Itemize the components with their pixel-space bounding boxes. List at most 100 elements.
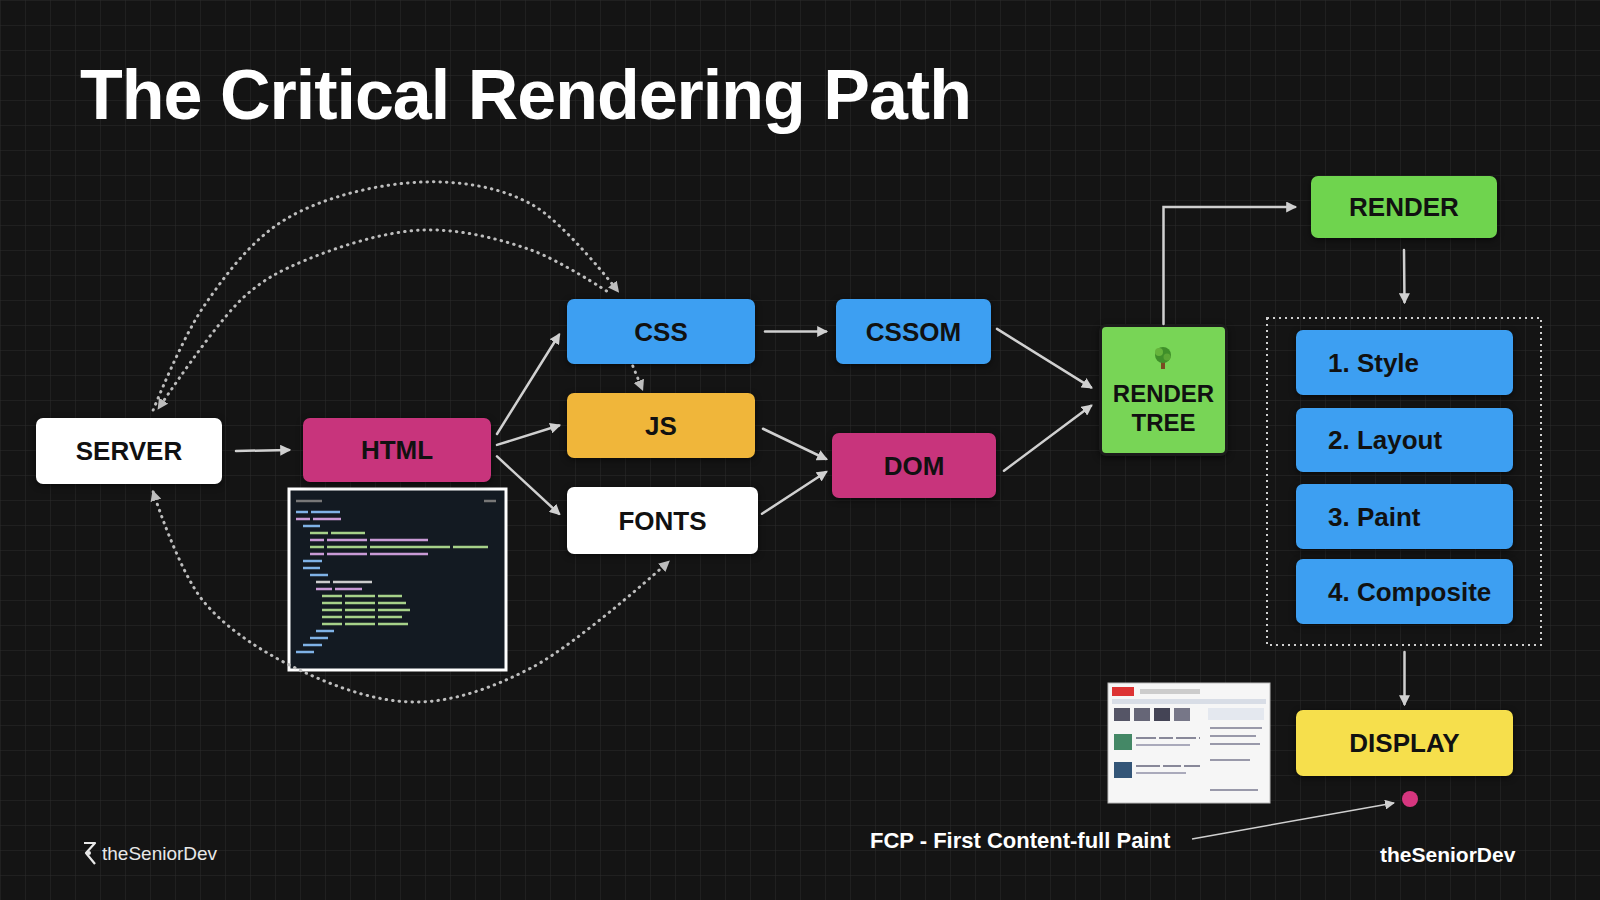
page-nav — [1112, 699, 1266, 704]
page-image — [1154, 708, 1170, 721]
callout-label: FCP - First Content-full Paint — [870, 828, 1170, 854]
title: The Critical Rendering Path — [80, 60, 971, 130]
box-label: 4. Composite — [1328, 577, 1491, 607]
code-line — [303, 567, 320, 570]
process-box: DOM — [832, 433, 996, 498]
code-line — [322, 623, 408, 626]
code-line — [310, 532, 366, 535]
code-line — [316, 630, 334, 633]
page-image — [1114, 734, 1132, 750]
page-text — [1210, 743, 1260, 745]
code-line — [322, 609, 410, 612]
page-text — [1210, 789, 1258, 791]
logo-mark — [84, 843, 95, 864]
page-image — [1114, 762, 1132, 778]
flow-arrow — [763, 429, 826, 459]
page-text — [1210, 759, 1250, 761]
process-box: CSSOM — [836, 299, 991, 364]
flow-arrow — [765, 330, 826, 333]
page-text — [1210, 727, 1262, 729]
code-line — [322, 616, 402, 619]
page-image — [1174, 708, 1190, 721]
process-box: DISPLAY — [1296, 710, 1513, 776]
page-text — [1136, 772, 1186, 774]
code-frame — [289, 489, 506, 670]
code-line — [296, 511, 340, 514]
html-code-screenshot — [289, 489, 506, 670]
tree-icon — [1155, 347, 1171, 369]
box-label: DISPLAY — [1349, 728, 1459, 758]
process-box: HTML — [303, 418, 491, 482]
process-box: RENDER TREE — [1099, 324, 1228, 456]
box-label: 3. Paint — [1328, 502, 1420, 532]
flow-arrow — [1403, 250, 1406, 302]
flow-arrow — [1403, 652, 1406, 704]
process-box: 4. Composite — [1296, 559, 1513, 624]
fcp-marker-dot — [1402, 791, 1418, 807]
code-line — [296, 518, 342, 521]
watermark: theSeniorDev — [102, 842, 217, 865]
box-label: CSS — [634, 317, 687, 347]
request-arrow — [159, 230, 607, 408]
code-line — [310, 574, 328, 577]
request-arrow — [153, 182, 618, 410]
code-line — [316, 581, 372, 584]
page-text — [1136, 744, 1190, 746]
process-box: 3. Paint — [1296, 484, 1513, 549]
brand-logo — [84, 843, 95, 864]
tree-trunk — [1161, 361, 1165, 369]
code-line — [310, 637, 328, 640]
webpage-thumbnail — [1108, 683, 1270, 803]
process-box: CSS — [567, 299, 755, 364]
code-line — [303, 525, 320, 528]
page-image — [1114, 708, 1130, 721]
process-box: 2. Layout — [1296, 408, 1513, 472]
page-logo — [1112, 687, 1134, 696]
flow-arrow — [762, 472, 826, 514]
page-text — [1136, 765, 1200, 767]
render-steps-bracket — [1267, 318, 1541, 645]
page-text — [1210, 735, 1256, 737]
leader-line — [1192, 803, 1394, 839]
code-line — [310, 546, 488, 549]
flow-arrow — [1004, 406, 1091, 471]
box-label: RENDER — [1349, 192, 1459, 222]
tree-crown — [1155, 347, 1171, 363]
process-box: JS — [567, 393, 755, 458]
process-box: RENDER — [1311, 176, 1497, 238]
process-box: SERVER — [36, 418, 222, 484]
code-line — [484, 500, 496, 503]
request-arrow — [633, 366, 642, 389]
tree-leaf — [1164, 354, 1171, 361]
flow-arrow — [497, 426, 559, 445]
box-label: DOM — [884, 451, 945, 481]
code-line — [310, 539, 428, 542]
process-box: FONTS — [567, 487, 758, 554]
code-line — [310, 553, 428, 556]
logo-dot — [87, 851, 91, 855]
process-box: 1. Style — [1296, 330, 1513, 395]
box-label: CSSOM — [866, 317, 961, 347]
page-image — [1134, 708, 1150, 721]
box-label: SERVER — [76, 436, 182, 466]
code-line — [303, 560, 322, 563]
code-line — [322, 602, 406, 605]
flow-arrow — [497, 335, 559, 434]
flow-arrow — [1164, 207, 1296, 324]
tree-leaf — [1155, 348, 1163, 356]
request-arrow — [153, 492, 668, 702]
page-text — [1136, 737, 1200, 739]
watermark: theSeniorDev — [1380, 842, 1515, 867]
flow-arrow — [497, 456, 559, 513]
box-label: RENDER TREE — [1110, 379, 1217, 437]
page-search — [1140, 689, 1200, 694]
code-line — [296, 500, 322, 503]
code-line — [296, 651, 314, 654]
box-label: 1. Style — [1328, 348, 1419, 378]
box-label: FONTS — [618, 506, 706, 536]
page-sidebar — [1208, 708, 1264, 720]
flow-arrow — [997, 329, 1091, 387]
